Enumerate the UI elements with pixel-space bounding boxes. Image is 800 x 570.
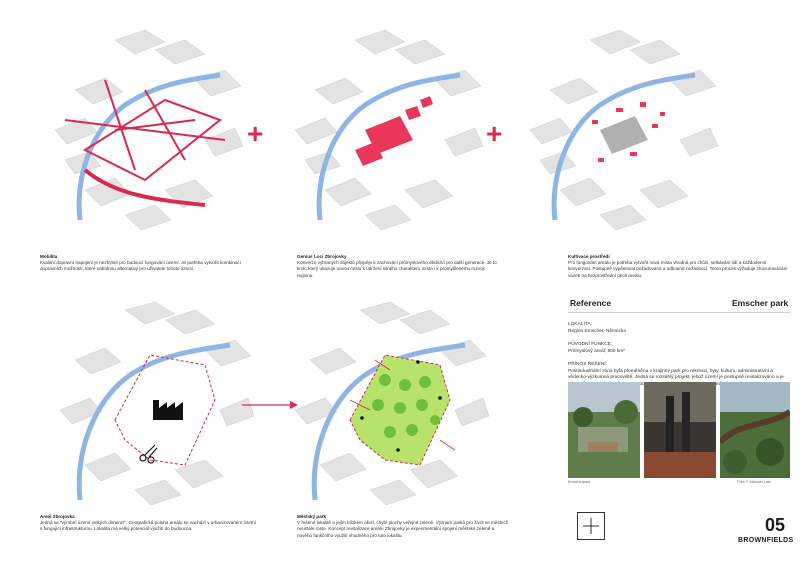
caption-cultivation: Kultivace prostředí Pro fungování areálu… [568, 254, 790, 279]
caption-title: Městský park [297, 514, 327, 519]
caption-title: Kultivace prostředí [568, 254, 610, 259]
caption-title: Areál Zbrojovka [40, 514, 75, 519]
page-number: 05 [765, 515, 786, 535]
factory-icon [153, 400, 183, 420]
benefit-label: PŘÍNOS ŘEŠENÍ: [568, 362, 607, 367]
reference-name: Emscher park [732, 298, 789, 308]
reference-heading: Reference [570, 298, 612, 308]
caption-text: Pro fungování areálu je potřeba vytvořit… [568, 260, 788, 278]
reference-function: PŮVODNÍ FUNKCE: Průmyslový areál; 800 km… [568, 342, 790, 355]
plus-symbol-2: + [486, 118, 503, 149]
reference-photo-2 [644, 382, 716, 478]
caption-city-park: Městský park V řešené lokalitě a jejím b… [297, 514, 509, 539]
caption-title: Genius Loci Zbrojovky [297, 254, 347, 259]
map-zbrojovka-site [59, 301, 255, 506]
photo-caption-left: Emscherpark [568, 480, 591, 484]
caption-text: V řešené lokalitě a jejím blízkém okolí,… [297, 520, 509, 538]
photo-caption-right: Foto © Michael Latz [737, 480, 771, 484]
caption-zbrojovka-site: Areál Zbrojovka Jedná se "výrobní území … [40, 514, 258, 533]
logo [577, 512, 605, 540]
map-mobility [54, 29, 244, 231]
cross-logo-icon [583, 518, 599, 534]
reference-photo-1 [568, 382, 640, 478]
caption-text: Konverze vybraných objektů přispěje k za… [297, 260, 497, 278]
page-label: BROWNFIELDS [738, 537, 794, 544]
location-label: LOKALITA: [568, 322, 592, 327]
caption-mobility: Mobilita Kvalitní dopravní napojení je n… [40, 254, 248, 273]
map-city-park [294, 301, 490, 506]
scissors-icon [139, 444, 158, 464]
reference-location: LOKALITA: Region Emscher, Německo [568, 322, 790, 335]
reference-divider [568, 312, 790, 313]
caption-title: Mobilita [40, 254, 58, 259]
caption-genius-loci: Genius Loci Zbrojovky Konverze vybraných… [297, 254, 499, 279]
reference-photo-3 [720, 382, 790, 478]
caption-text: Kvalitní dopravní napojení je nezbytné p… [40, 260, 241, 272]
function-label: PŮVODNÍ FUNKCE: [568, 342, 613, 347]
arrow-right-icon [242, 401, 298, 409]
map-cultivation [529, 29, 719, 231]
plus-symbol-1: + [247, 118, 264, 149]
pedestrian-icon [360, 360, 442, 452]
location-value: Region Emscher, Německo [568, 328, 627, 334]
map-genius-loci [294, 29, 484, 231]
function-value: Průmyslový areál; 800 km² [568, 348, 625, 354]
caption-text: Jedná se "výrobní území velkých dimenzí"… [40, 520, 256, 532]
